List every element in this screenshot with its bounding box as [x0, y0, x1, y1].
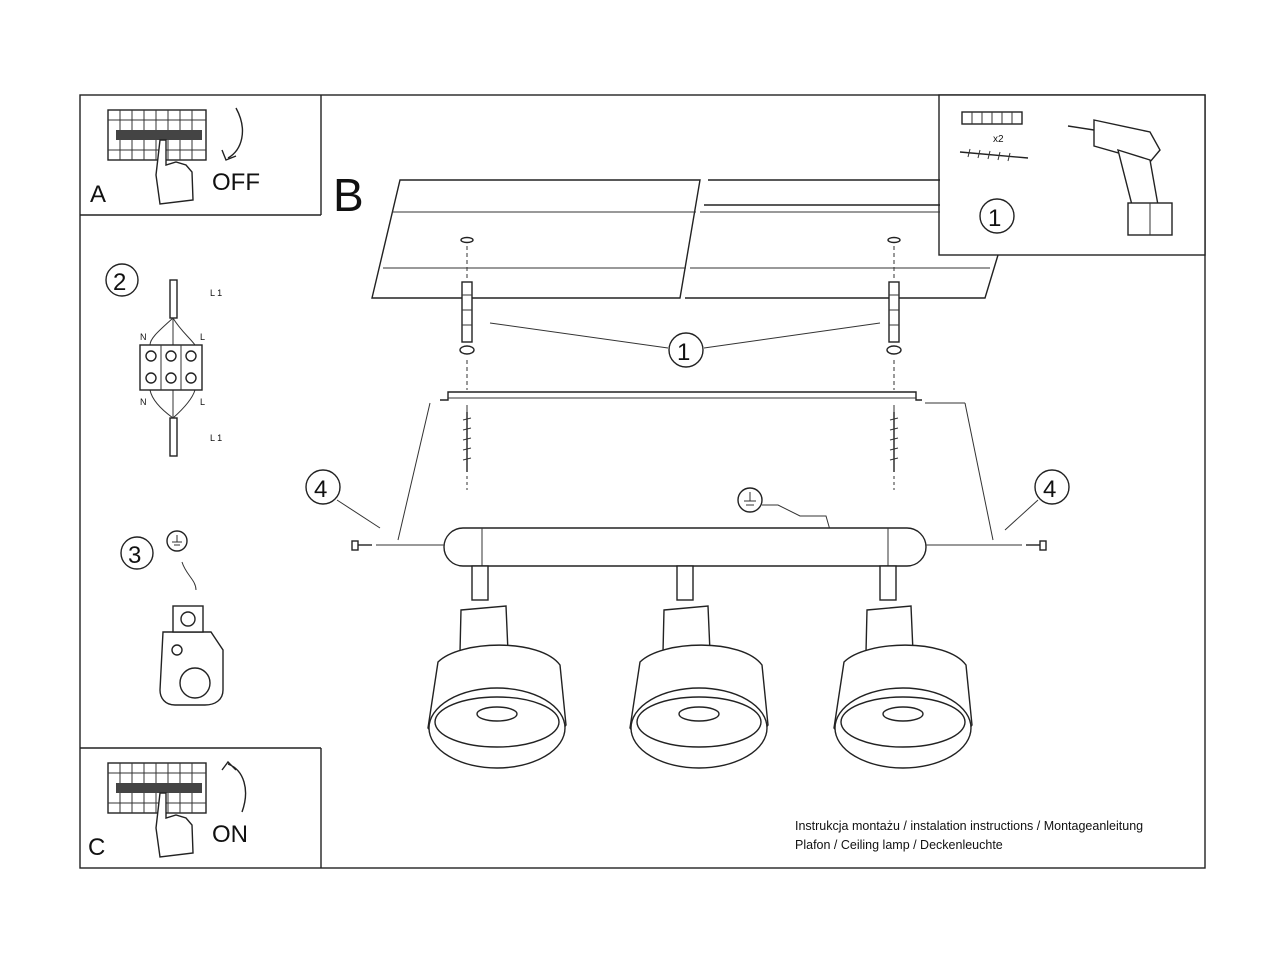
spotlight-middle — [629, 565, 769, 769]
wall-plug-icon — [961, 111, 1023, 125]
label-l1-bottom: L 1 — [210, 433, 222, 443]
step-4-callout-left — [305, 469, 341, 505]
ground-symbol-icon — [737, 487, 763, 513]
step-3-number: 3 — [128, 542, 141, 569]
caption-line-1: Instrukcja montażu / instalation instruc… — [795, 819, 1144, 833]
ceiling-illustration — [371, 179, 999, 299]
label-l-bottom: L — [200, 397, 205, 407]
step-1-marker-number: 1 — [988, 205, 1001, 232]
screw-right — [889, 405, 899, 490]
panel-a-action: OFF — [212, 169, 260, 196]
panel-b: B — [305, 169, 1070, 769]
label-l-top: L — [200, 332, 205, 342]
panel-b-letter: B — [333, 169, 364, 221]
panel-a: A OFF — [90, 107, 260, 208]
fuse-box-icon — [107, 109, 207, 161]
drill-icon — [1067, 119, 1173, 236]
label-l1-top: L 1 — [210, 288, 222, 298]
side-screw-left — [351, 540, 444, 551]
lamp-base — [443, 527, 927, 567]
step-1-marker — [979, 198, 1015, 234]
step-2-marker — [105, 263, 139, 297]
hand-icon — [155, 139, 194, 205]
wall-plug-left — [459, 246, 475, 355]
hand-icon — [155, 792, 194, 858]
fuse-box-icon — [107, 762, 207, 814]
step-4-left-number: 4 — [314, 476, 327, 503]
step-4-callout-right — [1034, 469, 1070, 505]
side-screw-right — [926, 540, 1047, 551]
ground-symbol-icon — [166, 530, 188, 552]
spotlight-left — [427, 565, 567, 769]
panel-c: C ON — [88, 760, 248, 861]
arrow-up-icon — [221, 760, 247, 813]
caption-line-2: Plafon / Ceiling lamp / Deckenleuchte — [795, 838, 1003, 852]
label-n-top: N — [140, 332, 147, 342]
panel-c-action: ON — [212, 821, 248, 848]
panel-c-letter: C — [88, 834, 105, 861]
label-n-bottom: N — [140, 397, 147, 407]
step-3-marker — [120, 536, 154, 570]
arrow-down-icon — [221, 107, 244, 161]
terminal-block-icon — [139, 344, 203, 391]
panel-a-letter: A — [90, 181, 106, 208]
screw-icon — [959, 148, 1029, 162]
outer-frame — [79, 94, 1206, 869]
step-2-number: 2 — [113, 269, 126, 296]
mounting-bracket — [440, 360, 922, 401]
spotlight-right — [833, 565, 973, 769]
caption: Instrukcja montażu / instalation instruc… — [795, 817, 1143, 855]
step-2-wiring: 2 L 1 N L N L L 1 — [105, 263, 222, 457]
screw-left — [462, 405, 472, 490]
tools: x2 1 — [959, 111, 1173, 236]
wall-plug-right — [886, 246, 902, 355]
step-1-callout-number: 1 — [677, 339, 690, 366]
step-4-right-number: 4 — [1043, 476, 1056, 503]
anchor-count: x2 — [993, 134, 1004, 145]
step-1-callout — [668, 332, 704, 368]
step-3-earth: 3 — [120, 530, 224, 706]
